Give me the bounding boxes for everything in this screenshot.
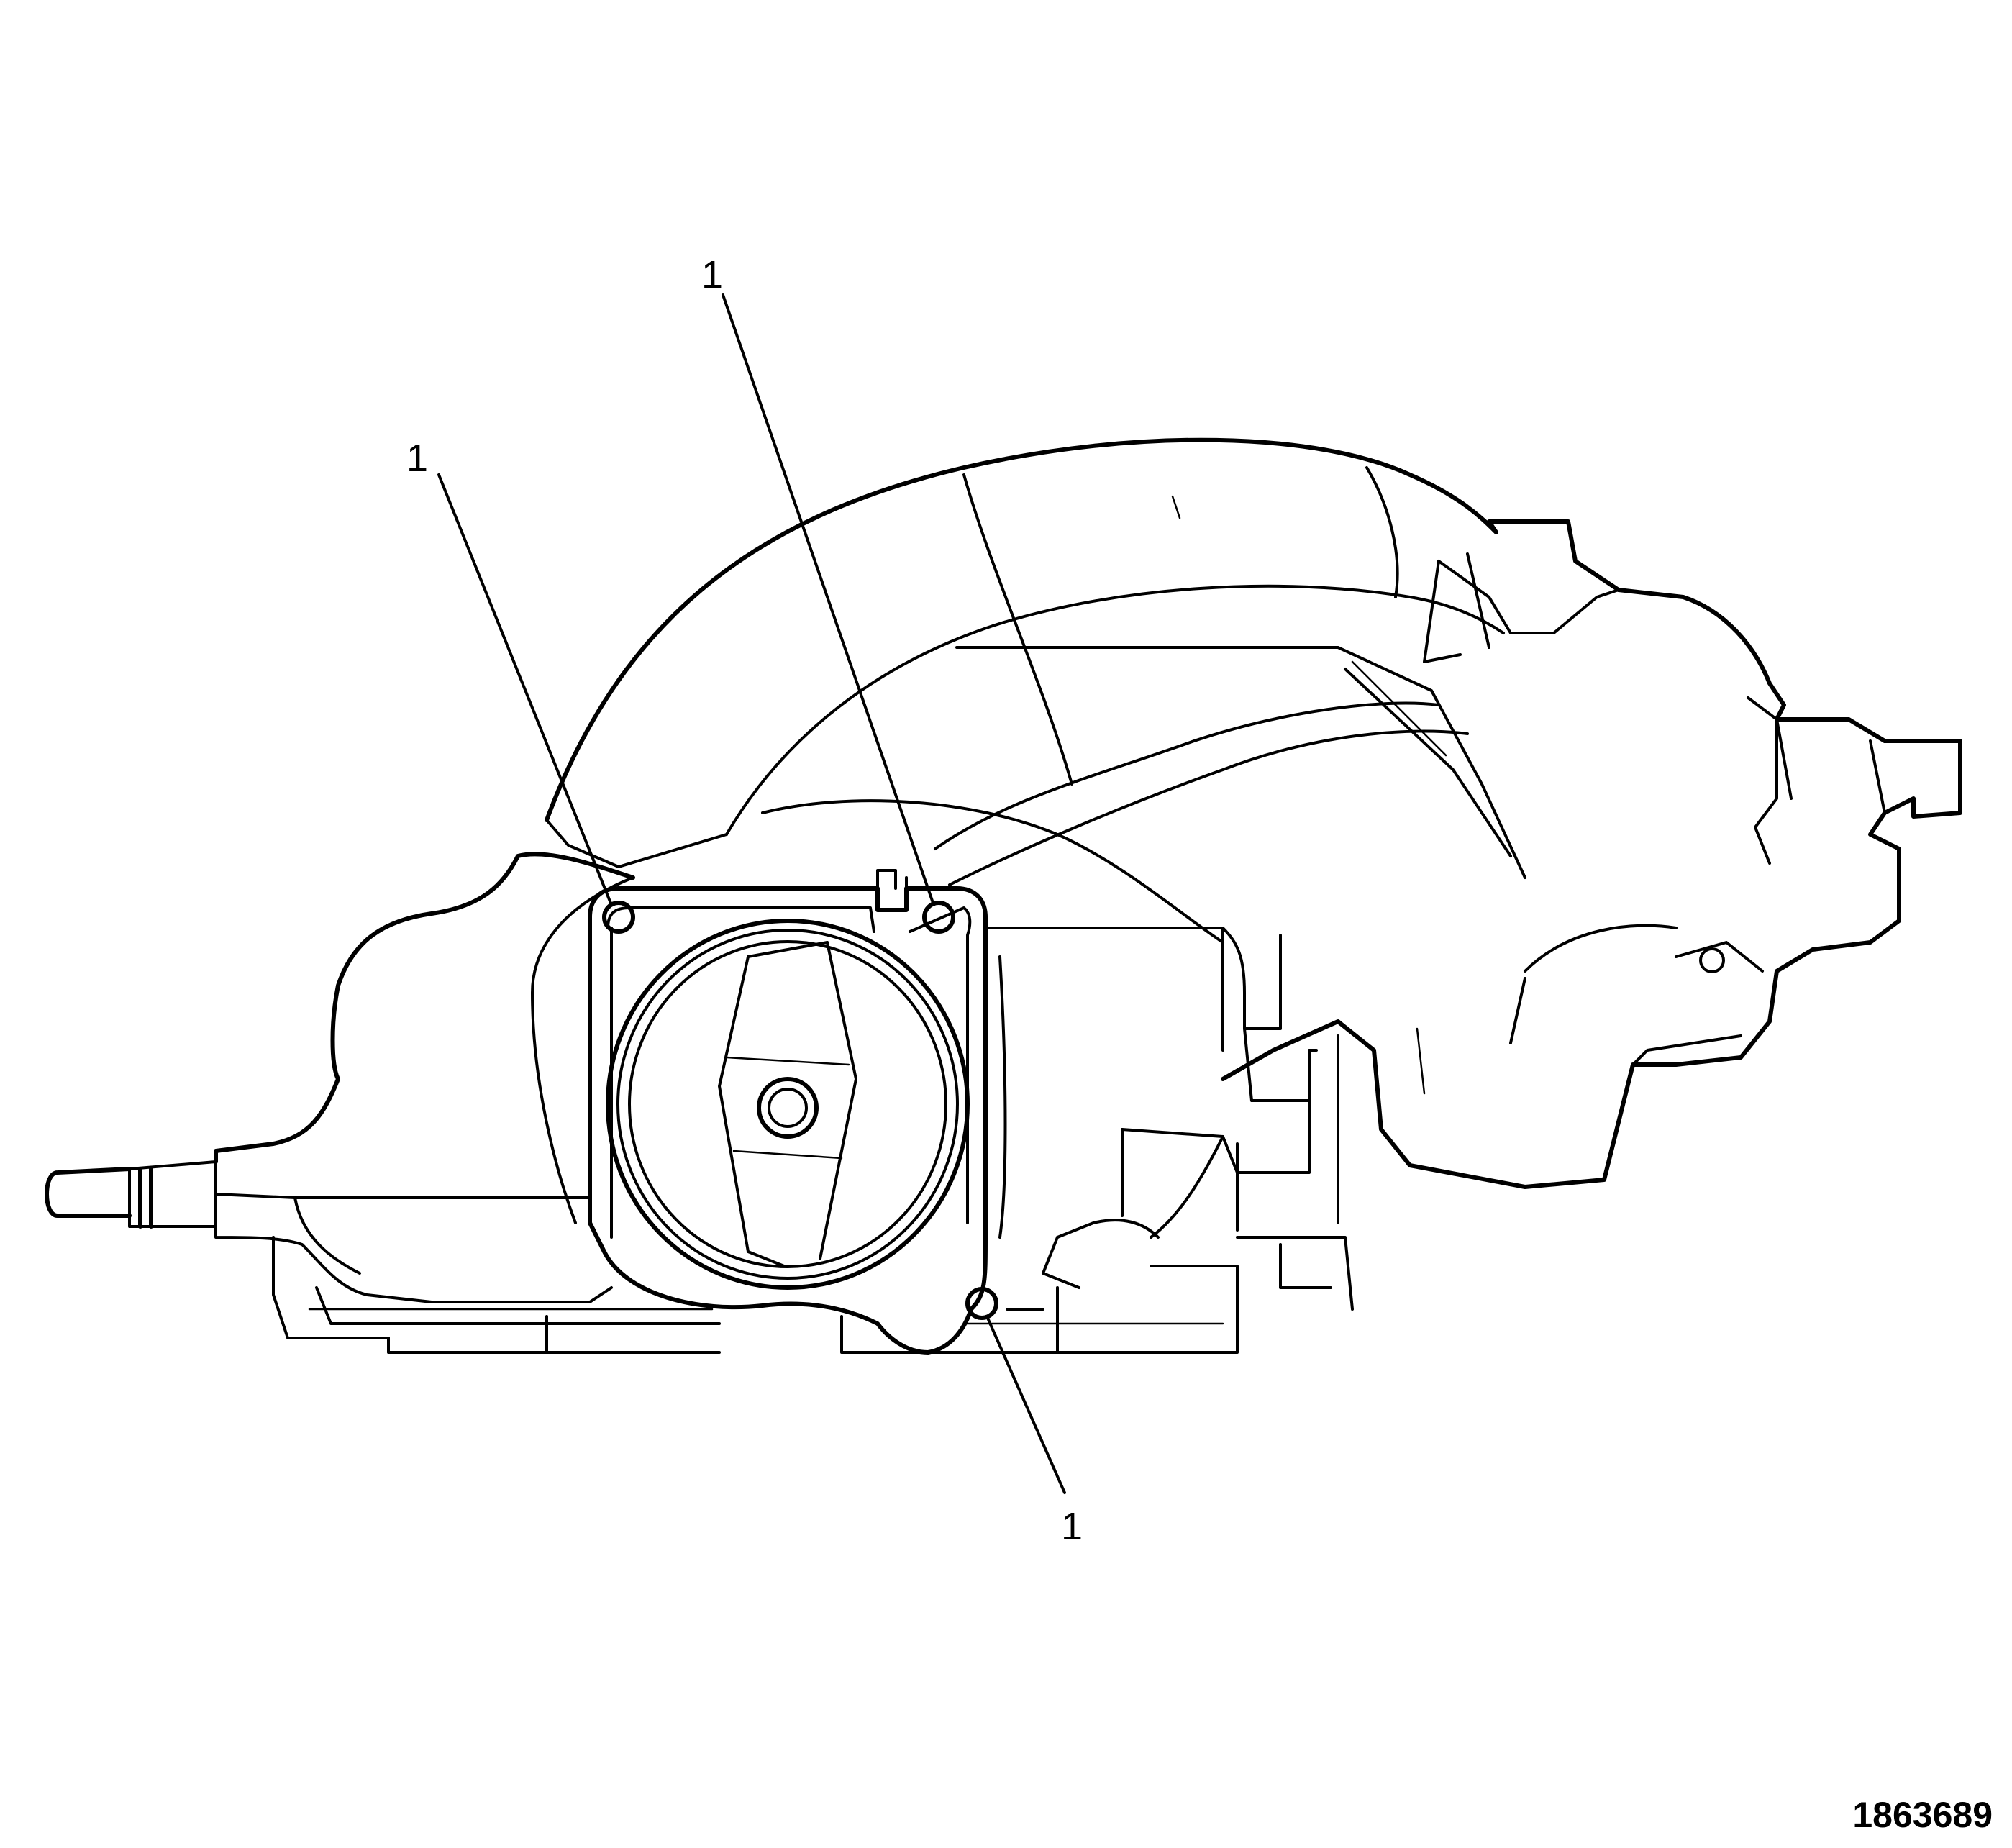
callout-1b: 1 [701, 253, 723, 296]
figure-number: 1863689 [1852, 1795, 1993, 1835]
callout-1c: 1 [1061, 1505, 1083, 1548]
upper-runner-arch [545, 437, 1526, 944]
leader-lines [437, 293, 1066, 1494]
left-manifold-lobe [45, 852, 721, 1354]
bolt-hole-upper-right [922, 901, 955, 934]
right-manifold-body [1221, 519, 1962, 1189]
leader-line-1a [437, 473, 613, 906]
leader-line-1c [985, 1315, 1066, 1494]
bolt-hole-lower [965, 1287, 998, 1320]
center-right-lobe [840, 927, 1354, 1354]
bolt-hole-upper-left [602, 901, 635, 934]
throttle-bore [606, 919, 970, 1290]
bolt-holes [602, 901, 998, 1320]
callout-1a: 1 [406, 437, 428, 480]
leader-line-1b [722, 293, 935, 906]
